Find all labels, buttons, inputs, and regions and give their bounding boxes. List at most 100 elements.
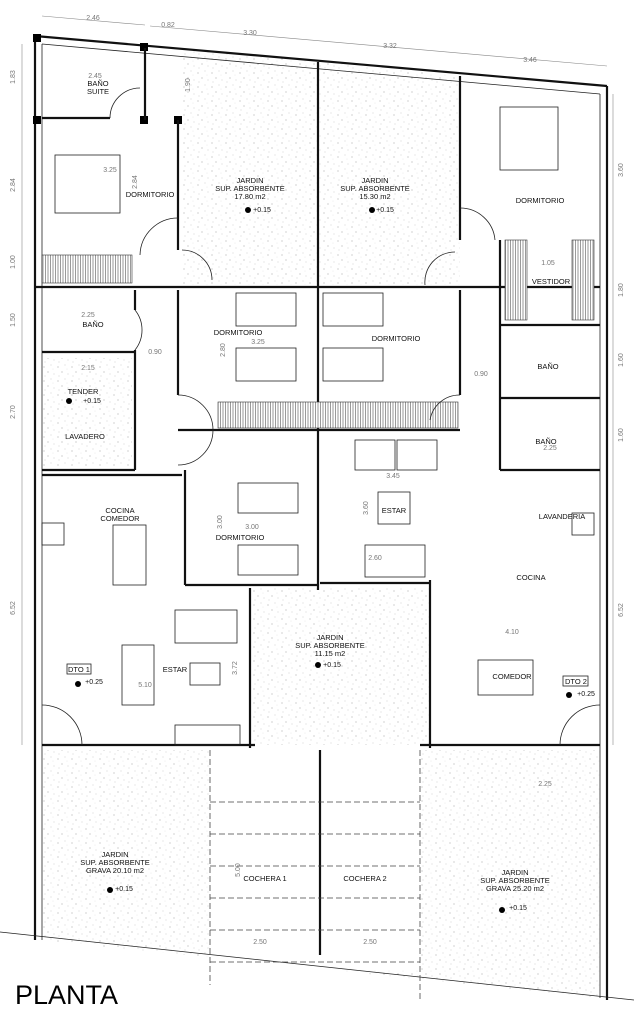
level-mark: +0.15 bbox=[376, 207, 394, 214]
room-cocina: COCINA bbox=[516, 573, 545, 582]
garden-label: SUP. ABSORBENTE bbox=[295, 641, 364, 650]
level-mark: +0.25 bbox=[577, 691, 595, 698]
dim-label: 1.90 bbox=[185, 78, 192, 92]
unit-tag: DTO 2 bbox=[565, 677, 587, 686]
room-cocina-comedor: COCINA bbox=[105, 506, 134, 515]
unit-tag-box bbox=[562, 675, 589, 687]
room-bano: BAÑO bbox=[535, 437, 556, 446]
parking-lines bbox=[209, 750, 421, 1000]
dining-table-icon bbox=[477, 659, 534, 696]
dim-right: 1.60 bbox=[618, 428, 625, 442]
dim-left: 1.50 bbox=[10, 313, 17, 327]
garden-area: GRAVA 20.10 m2 bbox=[86, 866, 144, 875]
room-bano: BAÑO bbox=[82, 320, 103, 329]
walls bbox=[0, 34, 634, 1001]
room-bano-suite: BAÑO bbox=[87, 79, 108, 88]
stove-icon bbox=[41, 522, 65, 546]
level-mark: +0.15 bbox=[115, 886, 133, 893]
dim-label: 3.00 bbox=[217, 515, 224, 529]
sofa-icon bbox=[174, 609, 238, 644]
dining-table-icon bbox=[112, 524, 147, 586]
parking-label: COCHERA 1 bbox=[243, 874, 286, 883]
garden-3-fill bbox=[250, 588, 430, 745]
garden-area: GRAVA 25.20 m2 bbox=[486, 884, 544, 893]
dim-label: 4.10 bbox=[505, 629, 519, 636]
level-mark: +0.15 bbox=[83, 398, 101, 405]
dim-label: 5.10 bbox=[138, 682, 152, 689]
dim-label: 2.15 bbox=[81, 365, 95, 372]
room-dormitorio: DORMITORIO bbox=[216, 533, 265, 542]
room-vestidor: VESTIDOR bbox=[532, 277, 571, 286]
garden-area: 15.30 m2 bbox=[359, 192, 390, 201]
room-labels: BAÑO SUITE DORMITORIO JARDIN SUP. ABSORB… bbox=[65, 79, 595, 912]
furniture bbox=[41, 106, 595, 746]
level-icons bbox=[66, 207, 572, 913]
doors bbox=[41, 87, 601, 746]
dim-label: 2.84 bbox=[132, 175, 139, 189]
room-tender: TENDER bbox=[68, 387, 99, 396]
stove-icon bbox=[571, 512, 595, 536]
room-estar: ESTAR bbox=[163, 665, 188, 674]
garden-label: JARDIN bbox=[361, 176, 388, 185]
dim-label: 2.50 bbox=[363, 939, 377, 946]
bed-icon bbox=[499, 106, 559, 171]
room-dormitorio: DORMITORIO bbox=[372, 334, 421, 343]
dim-label: 1.05 bbox=[541, 260, 555, 267]
dim-left: 6.52 bbox=[10, 601, 17, 615]
dim-left: 2.84 bbox=[10, 178, 17, 192]
armchair-icon bbox=[121, 644, 155, 706]
garden-label: SUP. ABSORBENTE bbox=[215, 184, 284, 193]
dim-label: 2.25 bbox=[538, 781, 552, 788]
dim-label: 2.80 bbox=[220, 343, 227, 357]
dim-label: 0.90 bbox=[148, 349, 162, 356]
room-lavadero: LAVADERO bbox=[65, 432, 105, 441]
dim-top: 2.46 bbox=[86, 15, 100, 22]
garden-label: SUP. ABSORBENTE bbox=[480, 876, 549, 885]
dim-right: 1.80 bbox=[618, 283, 625, 297]
room-dormitorio: DORMITORIO bbox=[516, 196, 565, 205]
garden-2-fill bbox=[318, 62, 460, 285]
garden-area: 11.15 m2 bbox=[315, 649, 346, 658]
room-comedor: COMEDOR bbox=[492, 672, 532, 681]
garden-area: 17.80 m2 bbox=[234, 192, 265, 201]
dim-label: 0.90 bbox=[474, 371, 488, 378]
garden-label: SUP. ABSORBENTE bbox=[80, 858, 149, 867]
dim-label: 2.25 bbox=[81, 312, 95, 319]
dim-label: 2.60 bbox=[368, 555, 382, 562]
room-dormitorio: DORMITORIO bbox=[214, 328, 263, 337]
room-dormitorio: DORMITORIO bbox=[126, 190, 175, 199]
level-mark: +0.15 bbox=[253, 207, 271, 214]
dim-top: 0.82 bbox=[161, 22, 175, 29]
coffee-table-icon bbox=[377, 491, 411, 525]
dim-label: 2.25 bbox=[543, 445, 557, 452]
dim-label: 3.00 bbox=[245, 524, 259, 531]
dim-left: 1.83 bbox=[10, 70, 17, 84]
dim-left: 2.70 bbox=[10, 405, 17, 419]
dim-label: 3.72 bbox=[232, 661, 239, 675]
dim-top: 3.30 bbox=[243, 30, 257, 37]
dim-right: 3.60 bbox=[618, 163, 625, 177]
dimension-labels: 2.46 0.82 3.30 3.32 3.46 1.83 2.84 1.00 … bbox=[10, 15, 625, 946]
garden-label: JARDIN bbox=[316, 633, 343, 642]
dimension-lines bbox=[21, 15, 614, 745]
level-mark: +0.15 bbox=[509, 905, 527, 912]
dim-left: 1.00 bbox=[10, 255, 17, 269]
sofa-icon bbox=[364, 544, 426, 578]
room-cocina-comedor: COMEDOR bbox=[100, 514, 140, 523]
dim-top: 3.46 bbox=[523, 57, 537, 64]
plan-title: PLANTA bbox=[15, 980, 118, 1010]
garden-1-fill bbox=[182, 48, 318, 285]
tender-fill bbox=[42, 358, 132, 466]
dim-right: 6.52 bbox=[618, 603, 625, 617]
unit-tag: DTO 1 bbox=[68, 665, 90, 674]
garden-label: JARDIN bbox=[501, 868, 528, 877]
parking-label: COCHERA 2 bbox=[343, 874, 386, 883]
dim-label: 2.45 bbox=[88, 73, 102, 80]
garden-label: JARDIN bbox=[236, 176, 263, 185]
unit-tag-box bbox=[66, 663, 92, 675]
garden-label: SUP. ABSORBENTE bbox=[340, 184, 409, 193]
room-estar: ESTAR bbox=[382, 506, 407, 515]
dim-label: 3.25 bbox=[103, 167, 117, 174]
room-bano: BAÑO bbox=[537, 362, 558, 371]
